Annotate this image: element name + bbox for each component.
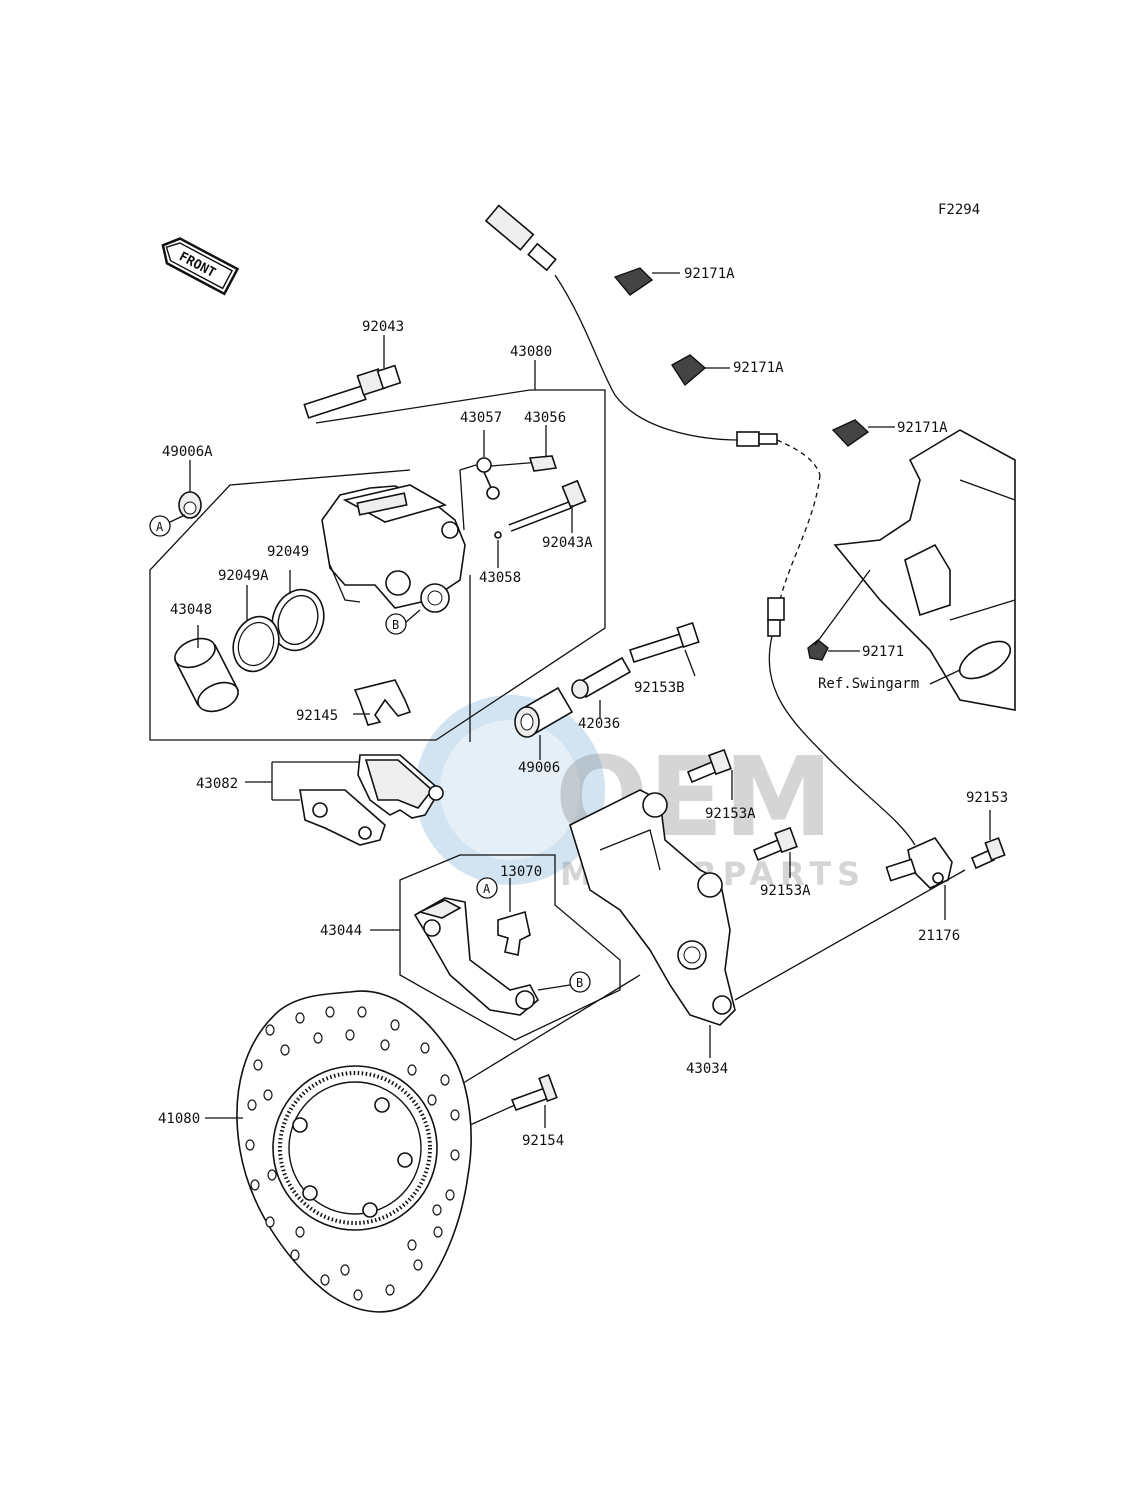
part-label: 92043A <box>542 535 593 551</box>
mount-bracket-icon <box>569 789 736 1058</box>
boot-49006a-icon <box>169 460 202 523</box>
part-label: 21176 <box>918 928 960 944</box>
callout-a-label: A <box>156 520 164 534</box>
figure-code: F2294 <box>938 202 980 218</box>
part-label: 92171A <box>684 266 735 282</box>
callout-b-label: B <box>392 618 399 632</box>
part-label: 92153B <box>634 680 685 696</box>
brake-disc-icon <box>205 990 472 1313</box>
part-label: 92153 <box>966 790 1008 806</box>
front-arrow-icon: FRONT <box>161 237 240 296</box>
abs-sensor-cable <box>484 204 916 846</box>
callout-b-circle-2 <box>569 971 591 993</box>
part-label: 43048 <box>170 602 212 618</box>
clamp-92171-icon <box>807 639 829 661</box>
callout-a-circle-2 <box>476 877 498 899</box>
callout-markers: A B A B <box>149 515 591 993</box>
brake-pads-icon <box>245 754 444 846</box>
disc-bolt-icon <box>510 1073 558 1128</box>
part-label: 43044 <box>320 923 362 939</box>
caliper-assembly-box <box>149 389 606 741</box>
part-label: 49006A <box>162 444 213 460</box>
part-label: 43080 <box>510 344 552 360</box>
part-label: 92154 <box>522 1133 564 1149</box>
slide-pin-icon <box>494 479 587 539</box>
part-label: 43082 <box>196 776 238 792</box>
cable-clamp-icon <box>613 267 870 447</box>
part-label: 92171A <box>733 360 784 376</box>
connector-plug-icon <box>484 204 535 251</box>
part-label: 92153A <box>760 883 811 899</box>
caliper-bracket-icon <box>413 878 540 1016</box>
part-label: 92145 <box>296 708 338 724</box>
part-label: 92153A <box>705 806 756 822</box>
callout-b-circle <box>385 613 407 635</box>
sleeve-and-bolt <box>514 622 700 760</box>
part-label: 92171 <box>862 644 904 660</box>
part-labels: 92171A 92171A 92171A 92043 43080 43057 4… <box>158 266 1008 1149</box>
part-label: 92049A <box>218 568 269 584</box>
part-label: 49006 <box>518 760 560 776</box>
callout-b-label-2: B <box>576 976 583 990</box>
leader-lines <box>370 272 961 931</box>
part-label: 43056 <box>524 410 566 426</box>
part-label: 13070 <box>500 864 542 880</box>
pad-spring-13070-icon <box>497 910 531 956</box>
part-label: 43057 <box>460 410 502 426</box>
piston-seals <box>173 570 325 713</box>
abs-sensor-icon <box>885 810 1006 920</box>
swingarm-reference <box>807 429 1016 711</box>
bolt-92153a-icon <box>686 748 798 878</box>
part-label: 41080 <box>158 1111 200 1127</box>
bleeder-parts <box>459 425 558 531</box>
pad-spring-icon <box>353 679 412 726</box>
part-label: 42036 <box>578 716 620 732</box>
part-label: 92043 <box>362 319 404 335</box>
part-label: 92171A <box>897 420 948 436</box>
part-label: 92049 <box>267 544 309 560</box>
globe-watermark-icon <box>415 695 605 885</box>
bolt-92153b-icon <box>628 632 686 664</box>
bracket-assembly-box <box>399 854 621 1041</box>
slide-pin-bolt-icon <box>303 335 402 419</box>
swingarm-reference-note: Ref.Swingarm <box>818 676 919 692</box>
bolt-92153-icon <box>970 848 996 870</box>
caliper-piston-icon <box>173 637 240 713</box>
callout-a-label-2: A <box>483 882 491 896</box>
small-seal-43058-icon <box>494 531 502 539</box>
brake-caliper-icon <box>321 484 466 613</box>
callout-a-circle <box>149 515 171 537</box>
part-label: 43034 <box>686 1061 728 1077</box>
part-label: 43058 <box>479 570 521 586</box>
